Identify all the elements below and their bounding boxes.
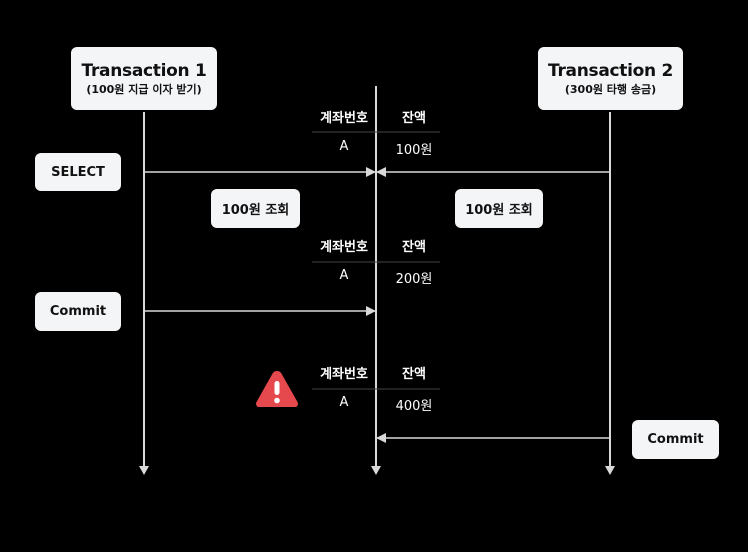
table-2-balance: 200원 <box>395 272 433 287</box>
table-2-header-account: 계좌번호 <box>320 240 368 255</box>
transaction-1-title: Transaction 1 <box>81 60 207 81</box>
table-1-balance: 100원 <box>395 143 433 158</box>
lifeline-database-end-arrow <box>371 466 381 475</box>
transaction-1-header: Transaction 1 (100원 지급 이자 받기) <box>71 47 217 110</box>
table-3-balance: 400원 <box>395 399 433 414</box>
lifeline-transaction-1-end-arrow <box>139 466 149 475</box>
table-1-header-account: 계좌번호 <box>320 111 368 126</box>
transaction-2-header: Transaction 2 (300원 타행 송금) <box>538 47 683 110</box>
table-1-account: A <box>339 139 349 154</box>
query-label-right: 100원 조회 <box>455 189 543 228</box>
lifeline-transaction-2-end-arrow <box>605 466 615 475</box>
query-label-left: 100원 조회 <box>211 189 300 228</box>
table-1-header-balance: 잔액 <box>402 111 426 126</box>
table-3-header-balance: 잔액 <box>402 367 426 382</box>
warning-triangle-icon <box>256 371 298 407</box>
select-label: SELECT <box>35 153 121 191</box>
transaction-2-subtitle: (300원 타행 송금) <box>564 82 657 96</box>
table-3-header-account: 계좌번호 <box>320 367 368 382</box>
table-2-header-balance: 잔액 <box>402 240 426 255</box>
table-2-account: A <box>339 268 349 283</box>
table-3-account: A <box>339 395 349 410</box>
transaction-1-subtitle: (100원 지급 이자 받기) <box>86 82 202 96</box>
commit-label-left: Commit <box>35 292 121 331</box>
transaction-2-title: Transaction 2 <box>548 60 673 81</box>
commit-label-right: Commit <box>632 420 719 459</box>
